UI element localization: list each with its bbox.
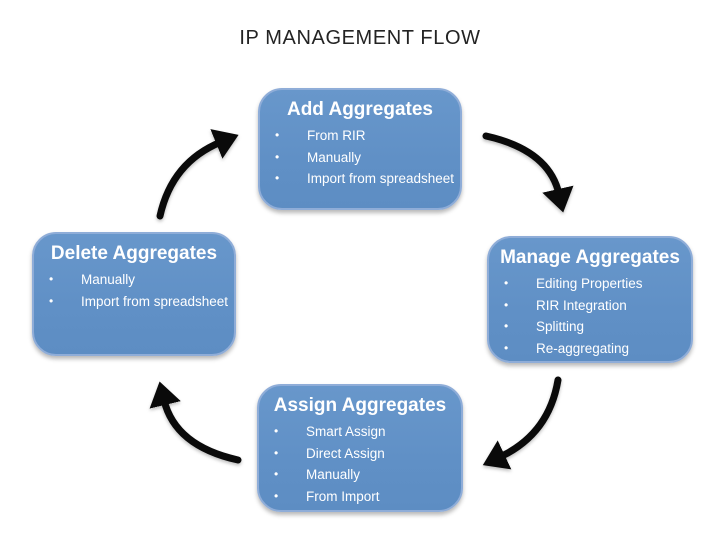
bullet-icon: •: [274, 467, 279, 481]
list-item: • Manually: [260, 147, 460, 169]
list-item-label: Re-aggregating: [536, 340, 630, 356]
bullet-icon: •: [275, 128, 280, 142]
bullet-icon: •: [504, 319, 509, 333]
arrow-manage-to-assign-icon: [482, 376, 562, 470]
bullet-icon: •: [274, 424, 279, 438]
list-item: • Manually: [259, 464, 461, 486]
list-item-label: Direct Assign: [306, 445, 385, 461]
page-title: IP MANAGEMENT FLOW: [239, 27, 481, 49]
node-bullet-list: • From RIR • Manually • Import from spreads…: [260, 125, 460, 190]
list-item: • Direct Assign: [259, 443, 461, 465]
node-title: Delete Aggregates: [50, 243, 218, 264]
bullet-icon: •: [274, 445, 279, 460]
node-title: Assign Aggregates: [273, 395, 447, 416]
list-item-label: Splitting: [536, 319, 585, 334]
list-item-label: From Import: [306, 488, 380, 504]
list-item: • Import from spreadsheet: [34, 291, 234, 313]
list-item: • Re-aggregating: [489, 338, 691, 360]
list-item: • RIR Integration: [489, 295, 691, 317]
list-item-label: RIR Integration: [536, 297, 627, 313]
bullet-icon: •: [504, 297, 509, 312]
bullet-icon: •: [49, 272, 54, 286]
node-assign-aggregates: Assign Aggregates • Smart Assign • Direct …: [257, 384, 463, 512]
arrow-delete-to-add-icon: [156, 129, 239, 220]
arrow-assign-to-delete-icon: [149, 381, 242, 464]
node-manage-aggregates: Manage Aggregates • Editing Properties • R…: [487, 236, 693, 363]
list-item: • From Import: [259, 486, 461, 508]
list-item: • From RIR: [260, 125, 460, 147]
list-item: • Splitting: [489, 316, 691, 338]
node-delete-aggregates: Delete Aggregates • Manually • Import from…: [32, 232, 236, 356]
arrow-add-to-manage-icon: [482, 132, 574, 213]
bullet-icon: •: [275, 149, 280, 164]
list-item-label: Editing Properties: [536, 276, 643, 291]
list-item: • Manually: [34, 269, 234, 291]
list-item: • Import from spreadsheet: [260, 168, 460, 190]
bullet-icon: •: [275, 171, 280, 185]
list-item-label: Import from spreadsheet: [307, 171, 455, 186]
list-item-label: Manually: [307, 149, 362, 165]
node-add-aggregates: Add Aggregates • From RIR • Manually • Impo…: [258, 88, 462, 210]
list-item: • Editing Properties: [489, 273, 691, 295]
list-item: • Smart Assign: [259, 421, 461, 443]
bullet-icon: •: [504, 276, 509, 290]
node-title: Manage Aggregates: [500, 247, 680, 268]
list-item-label: Manually: [81, 272, 136, 287]
node-bullet-list: • Smart Assign • Direct Assign • Manually •…: [259, 421, 461, 507]
list-item-label: From RIR: [307, 128, 366, 143]
bullet-icon: •: [504, 340, 509, 355]
bullet-icon: •: [49, 293, 54, 308]
list-item-label: Manually: [306, 467, 361, 482]
node-bullet-list: • Manually • Import from spreadsheet: [34, 269, 234, 312]
list-item-label: Import from spreadsheet: [81, 293, 229, 309]
list-item-label: Smart Assign: [306, 424, 386, 439]
node-bullet-list: • Editing Properties • RIR Integration • Sp…: [489, 273, 691, 359]
node-title: Add Aggregates: [286, 99, 434, 120]
bullet-icon: •: [274, 488, 279, 503]
